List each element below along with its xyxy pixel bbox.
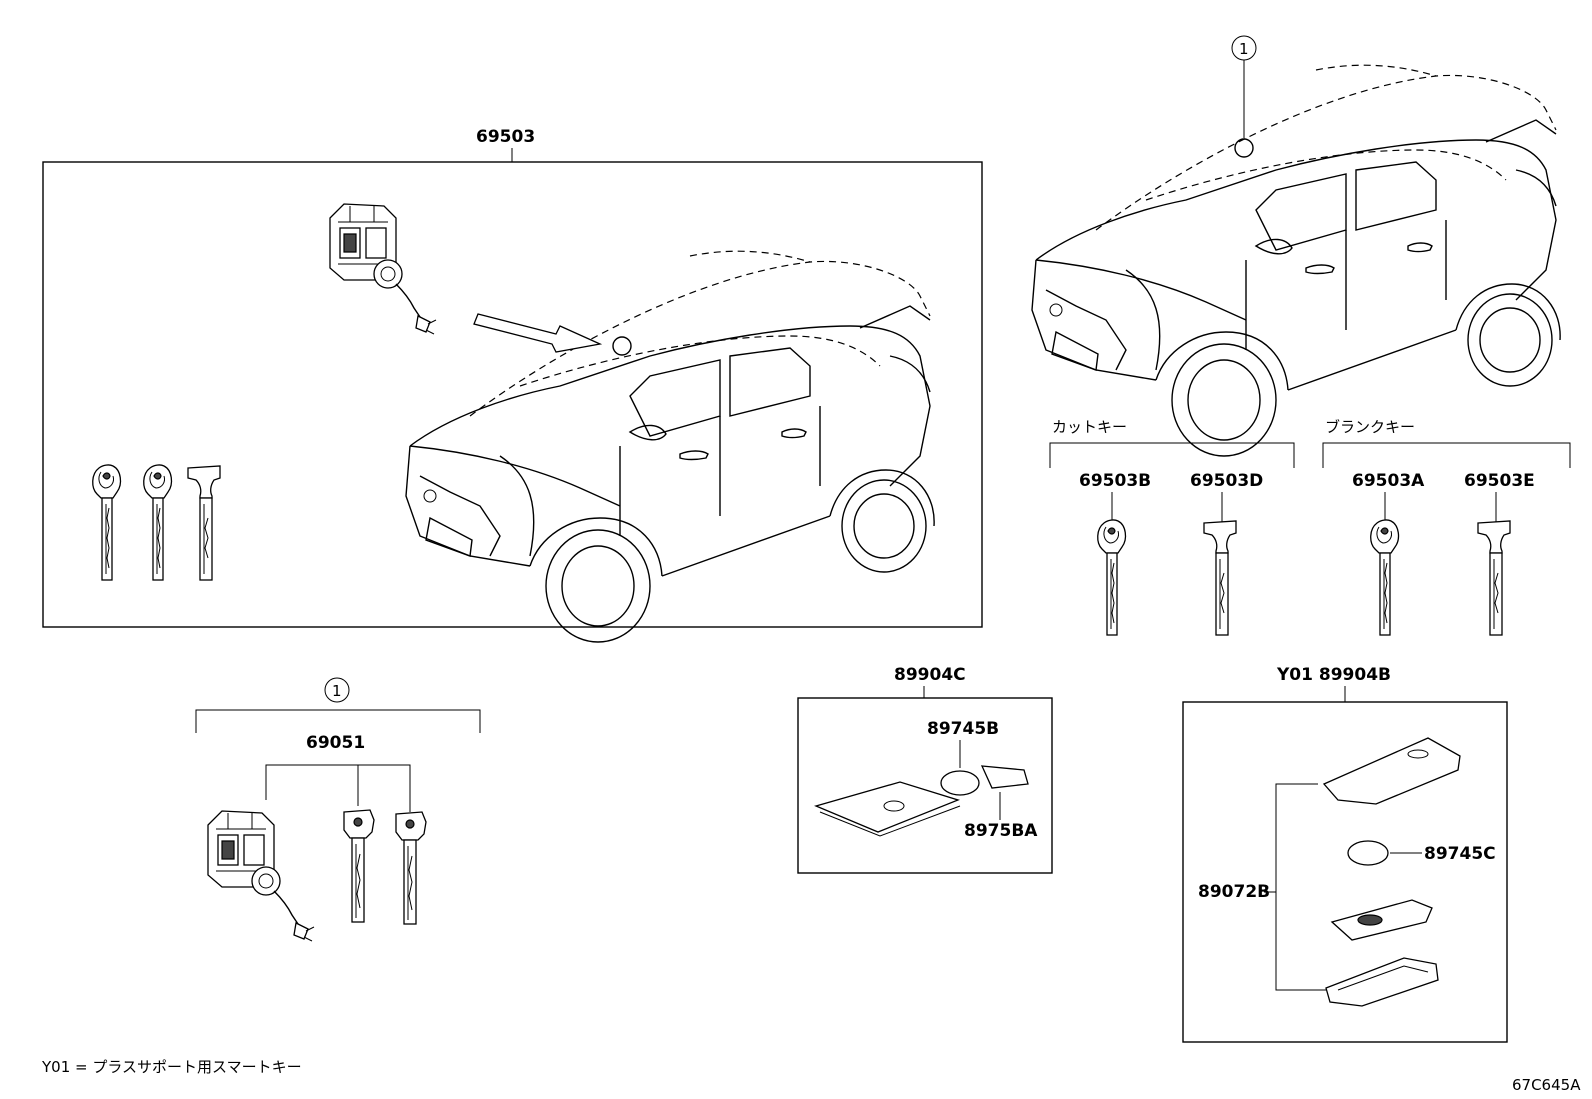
label-69503D: 69503D bbox=[1190, 471, 1263, 491]
label-89745B: 89745B bbox=[927, 719, 999, 739]
label-69503A: 69503A bbox=[1352, 471, 1425, 491]
callout-1-bottom: 1 bbox=[332, 682, 342, 700]
label-89904B: Y01 89904B bbox=[1276, 665, 1391, 685]
label-69503B: 69503B bbox=[1079, 471, 1151, 491]
label-69503: 69503 bbox=[476, 127, 535, 147]
car-illustration-left bbox=[405, 250, 935, 643]
ignition-location-mark-top bbox=[1234, 138, 1254, 158]
group-cut-key: カットキー bbox=[1052, 418, 1127, 436]
label-89072B: 89072B bbox=[1198, 882, 1270, 902]
callout-1-top: 1 bbox=[1239, 40, 1249, 58]
battery-cover-plate bbox=[814, 781, 960, 833]
ignition-location-mark bbox=[612, 336, 632, 356]
lock-cylinder-box bbox=[329, 203, 437, 335]
battery-89745B bbox=[940, 770, 980, 796]
label-89745C: 89745C bbox=[1424, 844, 1496, 864]
label-8975BA: 8975BA bbox=[964, 821, 1038, 841]
blank-key-69503E bbox=[1477, 520, 1511, 636]
master-key-1 bbox=[343, 809, 375, 923]
arrow-icon bbox=[473, 313, 603, 353]
key-icon-3 bbox=[187, 465, 221, 581]
key-icon-1 bbox=[92, 464, 122, 581]
lock-cylinder bbox=[207, 810, 315, 942]
master-key-2 bbox=[395, 811, 427, 925]
label-69051: 69051 bbox=[306, 733, 365, 753]
battery-89745C bbox=[1347, 840, 1389, 866]
blank-key-69503D bbox=[1203, 520, 1237, 636]
group-blank-key: ブランクキー bbox=[1325, 418, 1415, 436]
callout-circle-bottom bbox=[324, 677, 350, 703]
label-89904C: 89904C bbox=[894, 665, 966, 685]
label-69503E: 69503E bbox=[1464, 471, 1535, 491]
key-69503A bbox=[1370, 519, 1400, 636]
box-89904C bbox=[797, 697, 1053, 874]
smart-key-case bbox=[1325, 957, 1439, 1007]
footnote: Y01 = プラスサポート用スマートキー bbox=[41, 1058, 302, 1076]
cover-8975BA bbox=[980, 765, 1029, 789]
diagram-code: 67C645A bbox=[1512, 1076, 1581, 1094]
box-69503 bbox=[42, 161, 983, 628]
key-icon-2 bbox=[143, 464, 173, 581]
smart-key-shell bbox=[1322, 737, 1461, 805]
cut-key-69503B bbox=[1097, 519, 1127, 636]
box-89904B bbox=[1182, 701, 1508, 1043]
car-illustration-right bbox=[1031, 64, 1561, 457]
